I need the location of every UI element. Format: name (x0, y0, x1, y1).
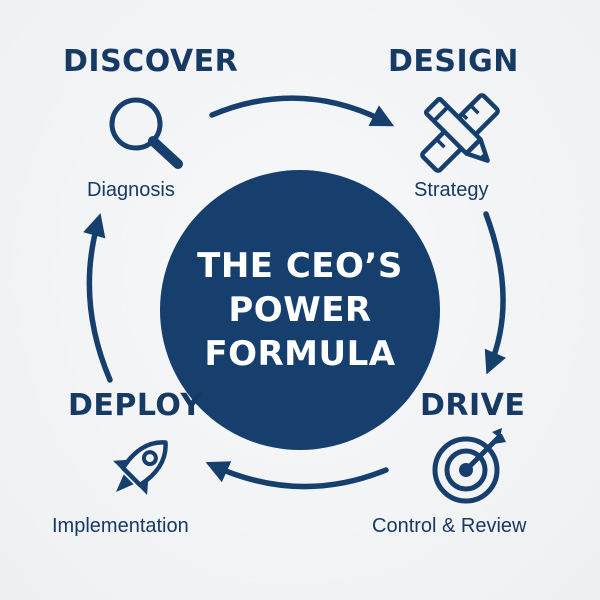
center-title-line-3: FORMULA (204, 334, 396, 374)
center-title-line-2: POWER (228, 290, 372, 330)
center-circle: THE CEO’S POWER FORMULA (160, 170, 440, 450)
rocket-icon (113, 440, 168, 495)
phase-subtitle-design: Strategy (414, 179, 489, 201)
arrow-deploy-to-discover (83, 213, 113, 383)
center-title-line-1: THE CEO’S (197, 246, 403, 286)
phase-title-discover: DISCOVER (63, 44, 239, 79)
phase-subtitle-discover: Diagnosis (87, 179, 175, 201)
arrow-drive-to-deploy (205, 461, 389, 490)
phase-title-design: DESIGN (388, 44, 519, 79)
phase-subtitle-drive: Control & Review (372, 515, 527, 537)
arrow-discover-to-design (209, 95, 395, 127)
phase-subtitle-deploy: Implementation (52, 515, 189, 537)
phase-title-deploy: DEPLOY (68, 388, 203, 423)
phase-title-drive: DRIVE (420, 388, 526, 423)
target-arrow-icon (432, 428, 506, 504)
magnifying-glass-icon (109, 97, 183, 169)
pencil-ruler-icon (420, 93, 500, 173)
arrow-design-to-drive (483, 211, 507, 375)
